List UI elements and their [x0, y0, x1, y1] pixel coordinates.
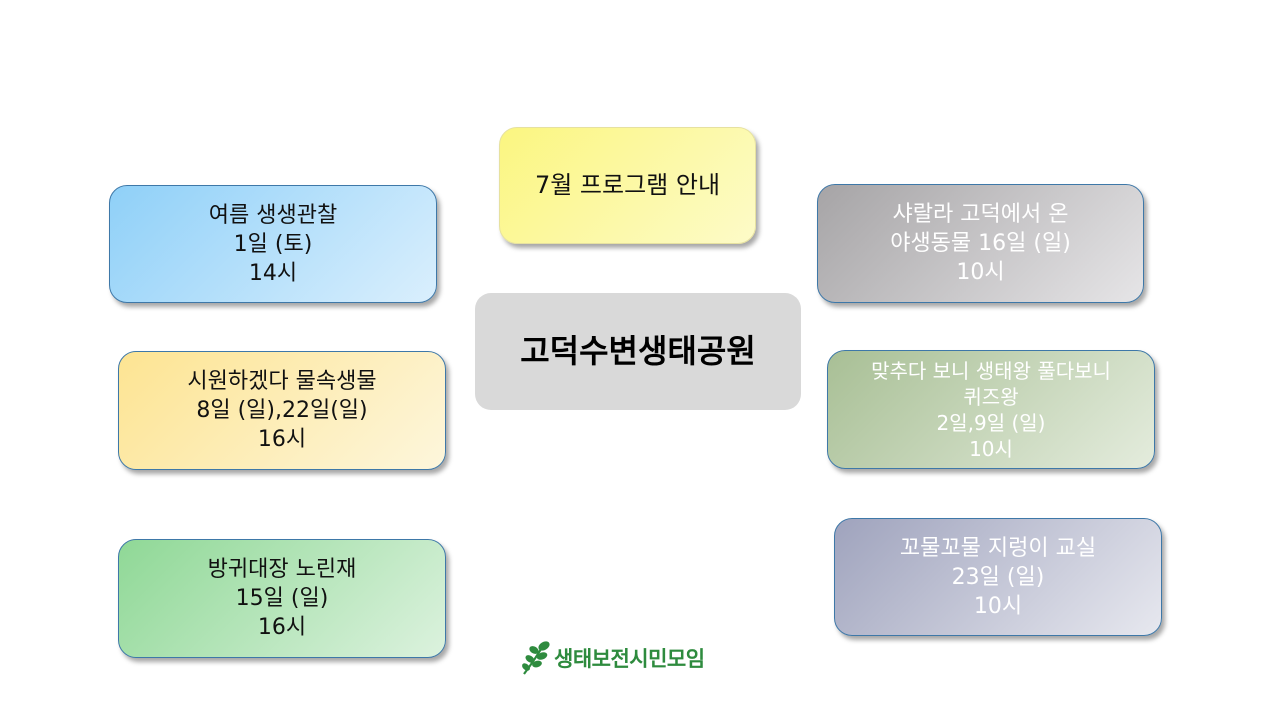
program-time: 10시: [956, 260, 1005, 285]
program-date: 8일 (일),22일(일): [196, 398, 368, 423]
program-box-summer-observation: 여름 생생관찰 1일 (토) 14시: [109, 185, 437, 303]
program-name: 여름 생생관찰: [208, 202, 338, 228]
program-box-water-creatures: 시원하겠다 물속생물 8일 (일),22일(일) 16시: [118, 351, 446, 470]
organization-name: 생태보전시민모임: [554, 647, 705, 671]
program-time: 14시: [248, 260, 298, 286]
program-date: 23일 (일): [951, 564, 1045, 590]
park-name-box: 고덕수변생태공원: [475, 293, 801, 410]
program-title: 7월 프로그램 안내: [534, 171, 721, 199]
program-name: 샤랄라 고덕에서 온: [892, 202, 1069, 227]
program-name: 맞추다 보니 생태왕 풀다보니: [871, 358, 1111, 383]
park-name: 고덕수변생태공원: [520, 332, 756, 370]
program-box-earthworm-class: 꼬물꼬물 지렁이 교실 23일 (일) 10시: [834, 518, 1162, 636]
program-name: 꼬물꼬물 지렁이 교실: [899, 535, 1097, 561]
program-date: 2일,9일 (일): [936, 410, 1046, 435]
program-time: 16시: [257, 615, 307, 640]
program-box-stink-bug: 방귀대장 노린재 15일 (일) 16시: [118, 539, 446, 658]
program-time: 16시: [257, 427, 307, 452]
program-time: 10시: [973, 593, 1023, 619]
program-title-box: 7월 프로그램 안내: [499, 127, 756, 244]
leaf-sprig-icon: [522, 641, 550, 675]
program-name: 방귀대장 노린재: [207, 557, 357, 582]
program-date: 1일 (토): [233, 231, 313, 257]
program-name: 시원하겠다 물속생물: [187, 369, 377, 394]
program-box-wild-animals: 샤랄라 고덕에서 온 야생동물 16일 (일) 10시: [817, 184, 1144, 303]
organization-logo: 생태보전시민모임: [520, 638, 750, 678]
program-box-eco-quiz: 맞추다 보니 생태왕 풀다보니 퀴즈왕 2일,9일 (일) 10시: [827, 350, 1155, 469]
program-name-cont: 퀴즈왕: [963, 384, 1019, 409]
program-time: 10시: [969, 436, 1013, 461]
program-date: 15일 (일): [235, 586, 329, 611]
program-name-date: 야생동물 16일 (일): [890, 231, 1071, 256]
